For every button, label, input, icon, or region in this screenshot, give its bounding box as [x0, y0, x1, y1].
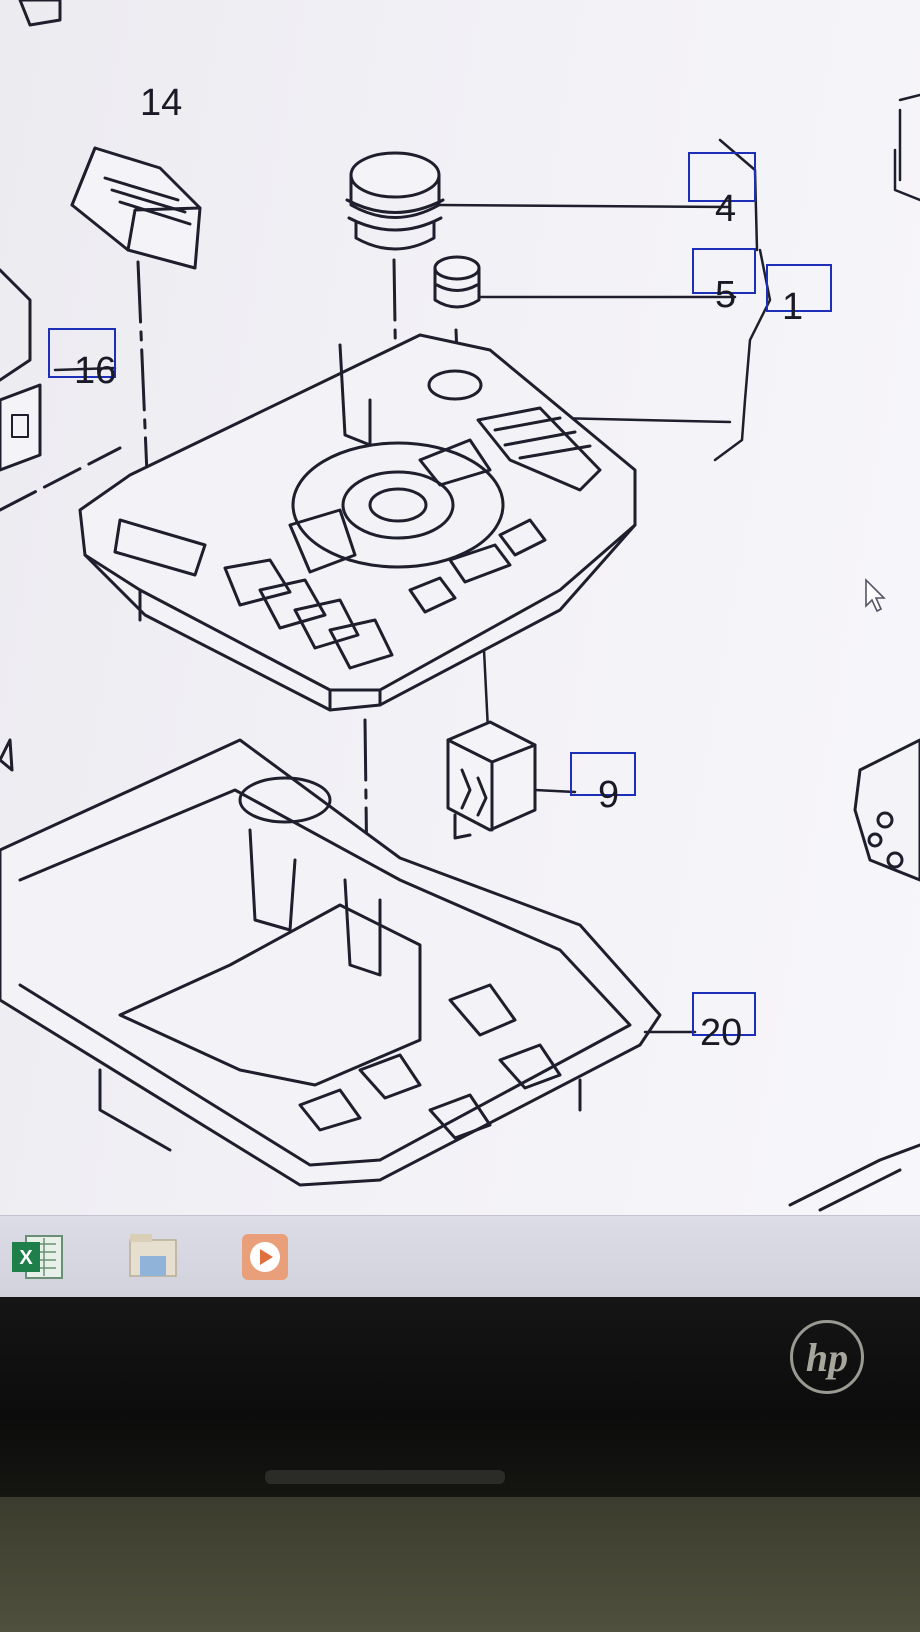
mouse-cursor-icon	[865, 578, 886, 613]
taskbar-excel-button[interactable]: X	[6, 1226, 68, 1288]
callout-5-box	[692, 248, 756, 294]
screen: 14 4 5 1 16 9 20	[0, 0, 920, 1215]
part-5-knob	[433, 255, 481, 309]
part-control-panel	[78, 333, 637, 712]
exploded-parts-diagram	[0, 0, 920, 1212]
callout-1-label: 1	[782, 286, 804, 328]
part-4-knob	[345, 151, 445, 251]
callout-20-label: 20	[700, 1012, 743, 1054]
callout-9-label: 9	[598, 774, 620, 816]
hp-logo: hp	[790, 1320, 864, 1394]
callout-16-label: 16	[74, 350, 117, 392]
callout-9-box	[570, 752, 636, 796]
callout-1-box	[766, 264, 832, 312]
taskbar-media-player-button[interactable]	[234, 1226, 296, 1288]
excel-icon: X	[12, 1235, 63, 1279]
callout-20-box	[692, 992, 756, 1036]
callout-4-label: 4	[715, 188, 737, 230]
laptop-hinge	[265, 1470, 505, 1484]
laptop-bezel	[0, 1297, 920, 1497]
callout-5-label: 5	[715, 274, 737, 316]
svg-text:X: X	[19, 1247, 33, 1269]
taskbar: X	[0, 1215, 920, 1298]
part-16-fragment	[0, 268, 42, 472]
taskbar-file-explorer-button[interactable]	[122, 1226, 184, 1288]
part-9-connector	[446, 720, 537, 840]
callout-16-box	[48, 328, 116, 378]
part-14-clip	[70, 146, 202, 270]
file-explorer-icon	[129, 1234, 177, 1277]
callout-4-box	[688, 152, 756, 202]
media-player-icon	[242, 1234, 288, 1280]
callout-14-label: 14	[140, 82, 183, 124]
part-20-tray	[0, 738, 662, 1187]
laptop-keyboard-deck	[0, 1497, 920, 1632]
